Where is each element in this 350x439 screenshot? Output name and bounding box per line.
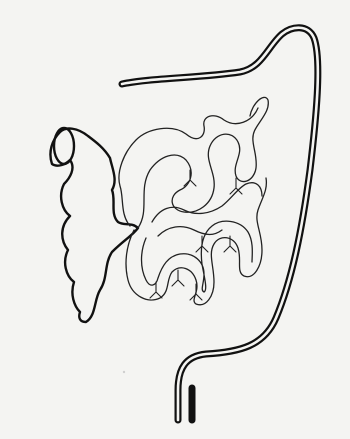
small-intestine-loops [119, 97, 268, 304]
cecum-outline [50, 129, 138, 322]
large-intestine-tube [122, 28, 318, 420]
mesentery-mark-5 [150, 282, 162, 298]
small-intestine-outer [138, 97, 268, 228]
small-intestine-inner [119, 108, 258, 226]
paper-speckle [123, 371, 125, 373]
cecum-opening [54, 128, 74, 164]
mesentery-mark-6 [172, 270, 184, 286]
cecum-pouch [50, 128, 138, 322]
colon-outline [122, 28, 318, 420]
small-intestine-mid-coil-2 [158, 227, 222, 236]
small-intestine-mid-coil [152, 183, 262, 222]
mesentery-mark-1 [184, 170, 196, 186]
mesentery-mark-4 [224, 236, 236, 252]
mesentery-mark-7 [190, 284, 202, 300]
colon-lumen [122, 28, 318, 420]
